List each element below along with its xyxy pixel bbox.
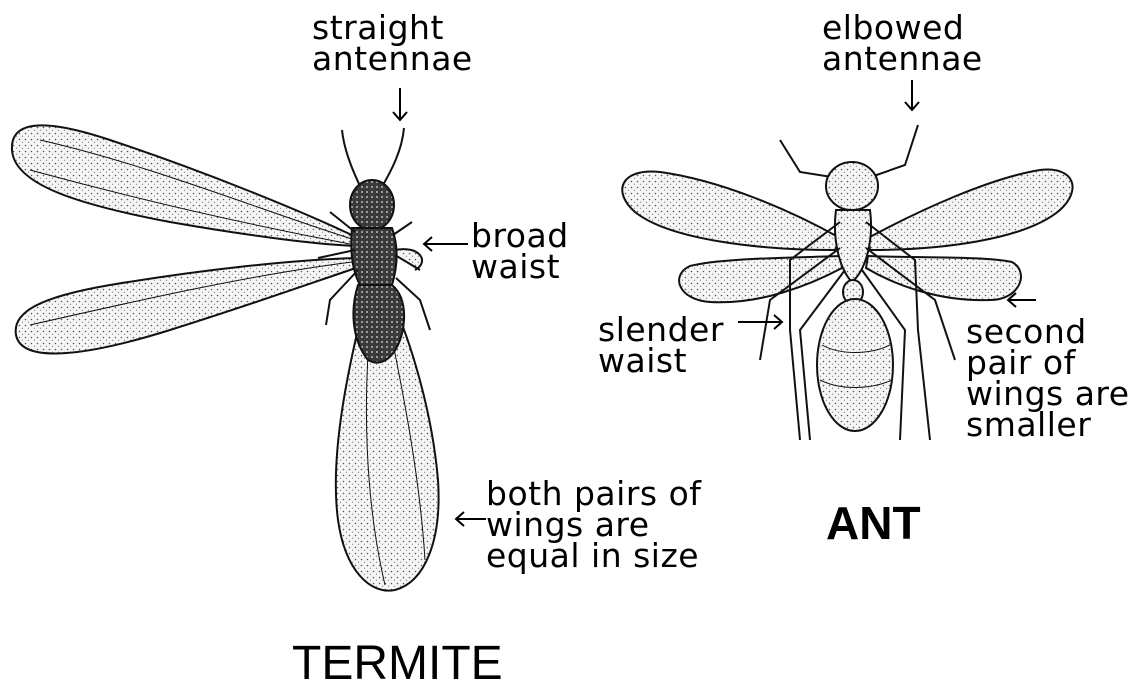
termite-thorax bbox=[351, 228, 396, 285]
termite-waist-line-2: waist bbox=[471, 251, 569, 282]
termite-antennae-arrow bbox=[393, 88, 407, 120]
termite-drawing bbox=[12, 125, 439, 590]
termite-title: TERMITE bbox=[292, 636, 503, 691]
ant-antennae-line-2: antennae bbox=[822, 43, 983, 74]
ant-head bbox=[826, 162, 878, 210]
termite-wings-label: both pairs of wings are equal in size bbox=[486, 478, 701, 571]
termite-waist-arrow bbox=[424, 237, 468, 251]
ant-waist-label: slender waist bbox=[598, 314, 724, 376]
ant-wing-fore-right bbox=[868, 170, 1073, 250]
termite-wing-upper-left bbox=[12, 125, 358, 246]
ant-antenna-left bbox=[780, 140, 838, 178]
ant-antennae-label: elbowed antennae bbox=[822, 12, 983, 74]
termite-antenna-left bbox=[342, 130, 362, 190]
ant-waist-arrow bbox=[738, 315, 782, 329]
ant-wing-fore-left bbox=[622, 172, 840, 250]
termite-waist-label: broad waist bbox=[471, 220, 569, 282]
termite-antennae-line-2: antennae bbox=[312, 43, 473, 74]
ant-thorax bbox=[835, 210, 871, 282]
termite-wing-lower-left bbox=[16, 258, 356, 354]
termite-head bbox=[350, 180, 394, 230]
ant-waist-line-2: waist bbox=[598, 345, 724, 376]
ant-antenna-right bbox=[868, 125, 918, 178]
ant-wings-arrow bbox=[1008, 293, 1036, 307]
ant-wing-hind-left bbox=[679, 256, 842, 302]
ant-wings-label: second pair of wings are smaller bbox=[966, 316, 1130, 440]
ant-wings-line-4: smaller bbox=[966, 409, 1130, 440]
ant-abdomen bbox=[817, 299, 893, 431]
termite-wings-line-3: equal in size bbox=[486, 540, 701, 571]
termite-wings-arrow bbox=[456, 512, 486, 526]
ant-title: ANT bbox=[826, 496, 921, 550]
termite-antennae-label: straight antennae bbox=[312, 12, 473, 74]
ant-antennae-arrow bbox=[905, 80, 919, 110]
ant-wing-hind-right bbox=[866, 256, 1021, 300]
termite-antenna-right bbox=[380, 128, 404, 190]
